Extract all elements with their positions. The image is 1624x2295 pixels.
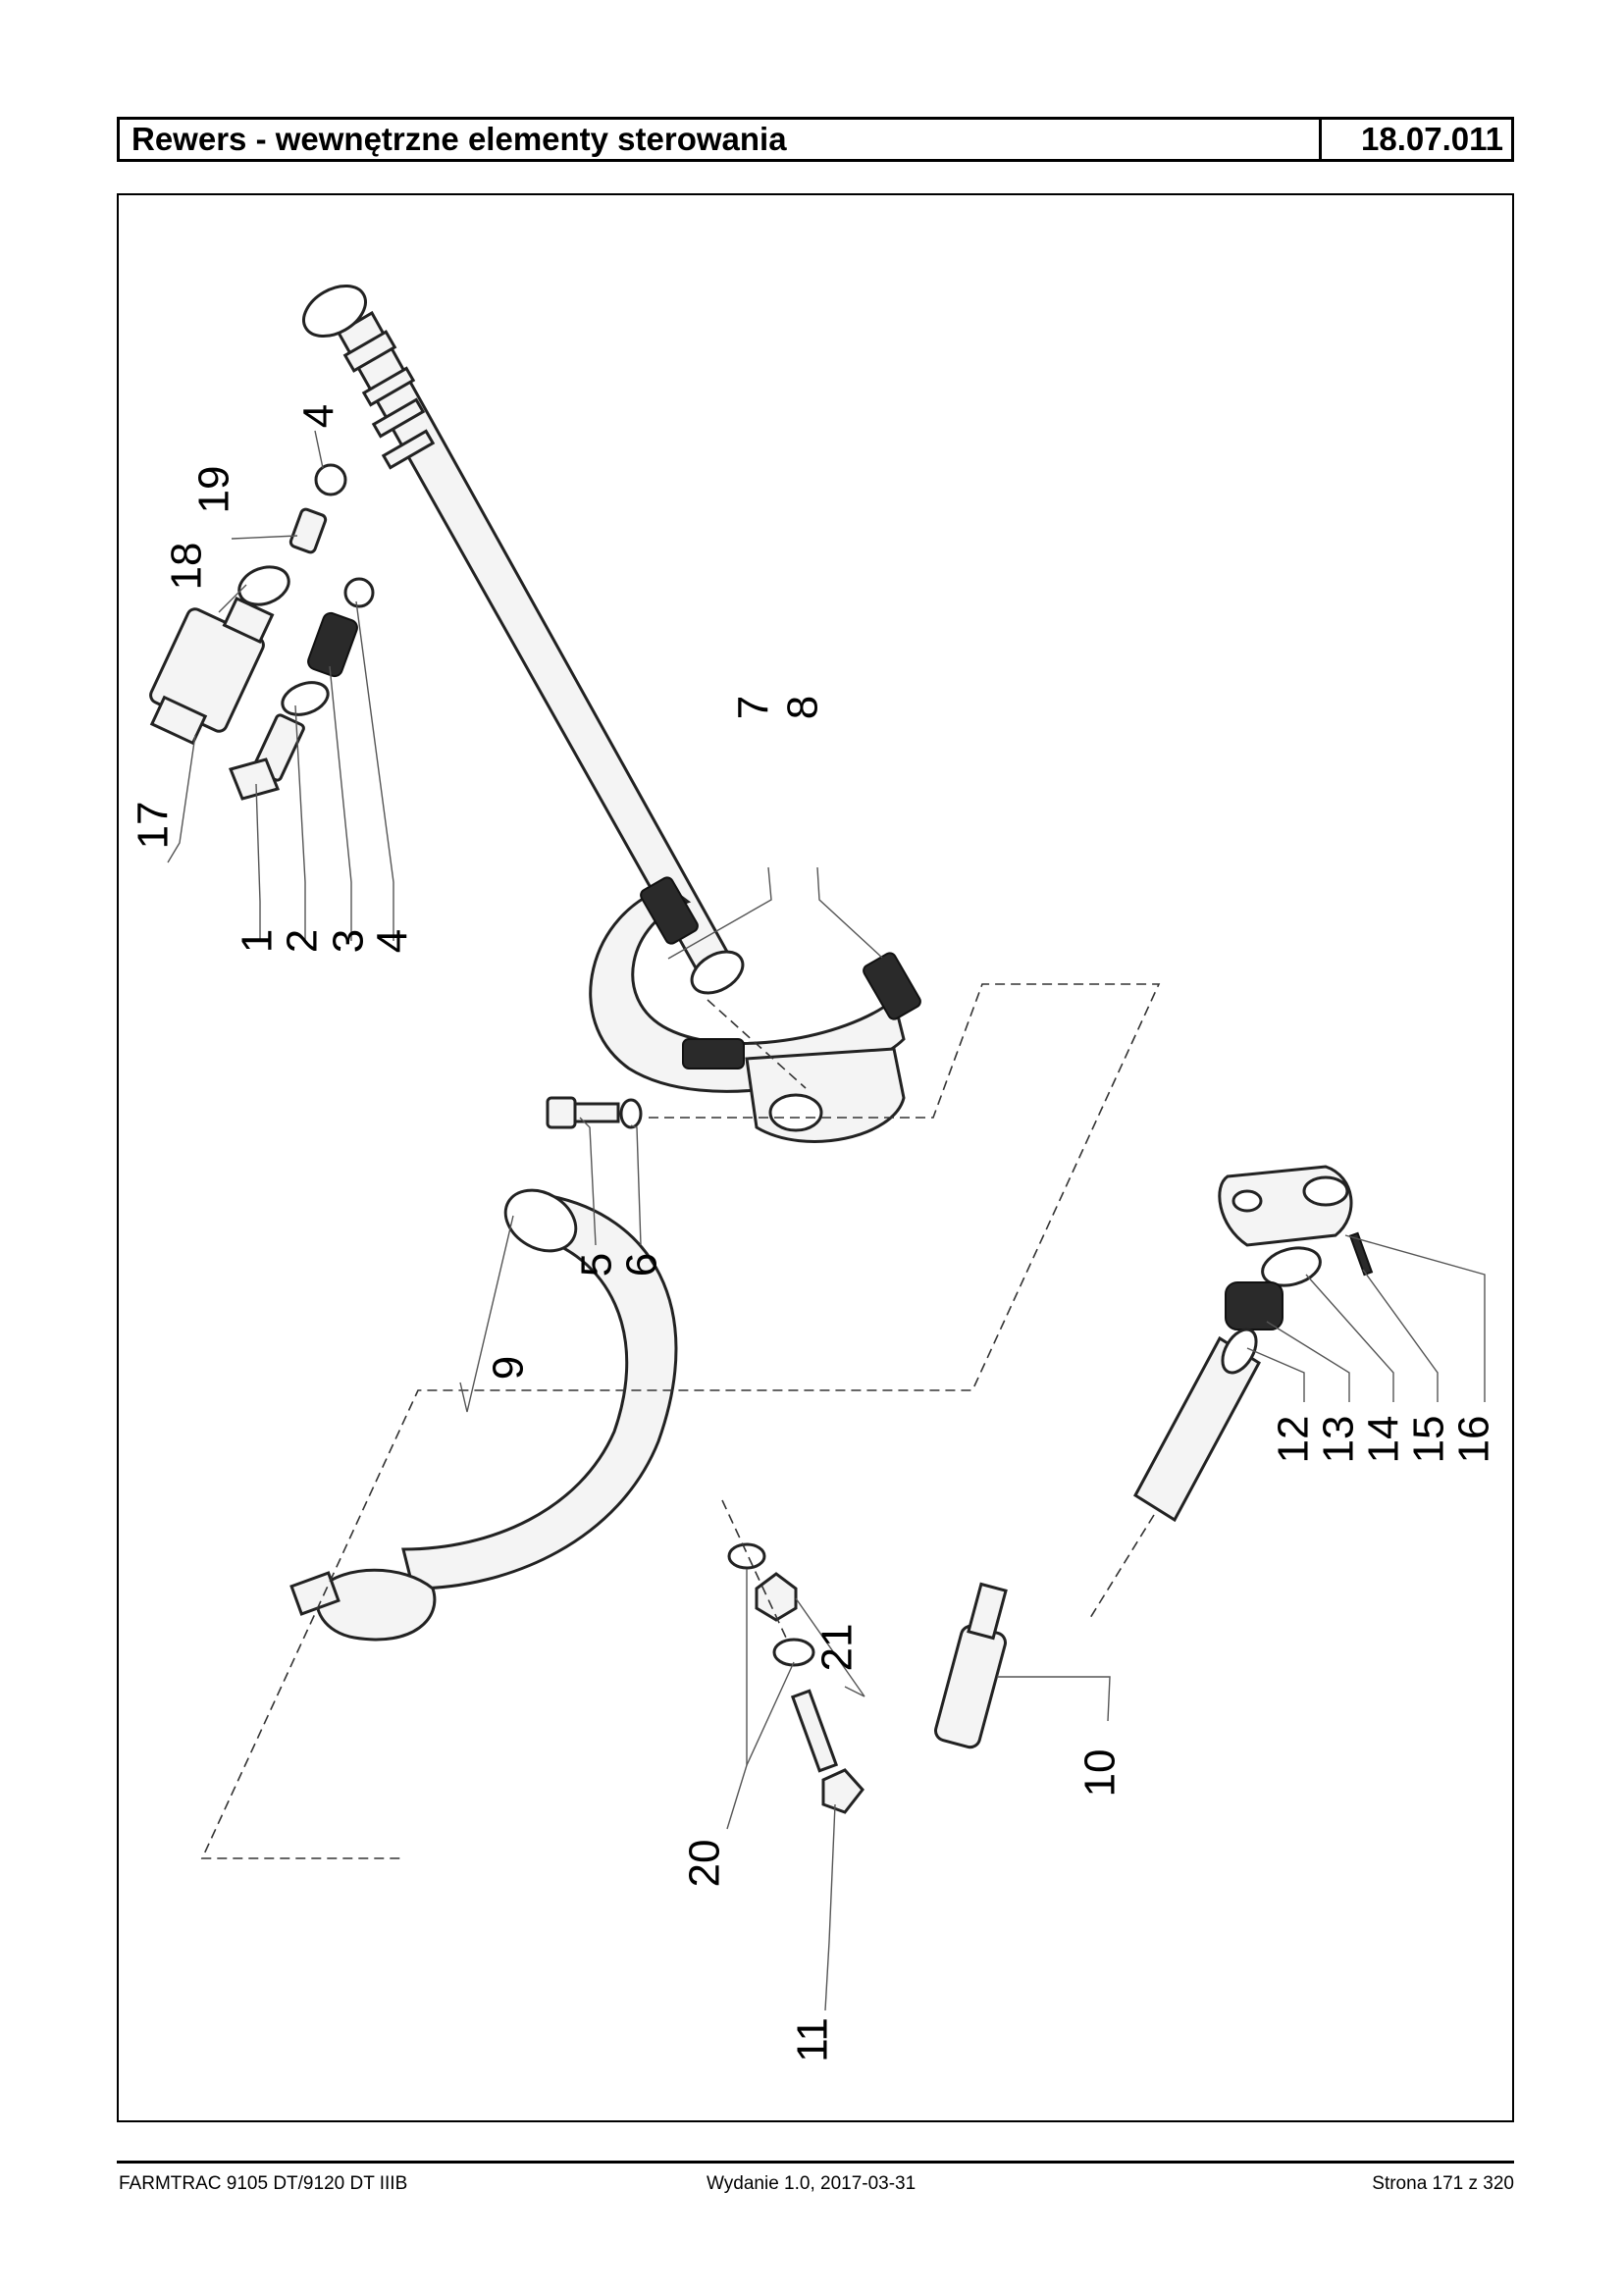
bolt-5 (546, 1096, 620, 1129)
header-bar: Rewers - wewnętrzne elementy sterowania … (117, 117, 1514, 162)
section-code: 18.07.011 (1319, 120, 1511, 159)
pin-19 (288, 507, 328, 554)
bolt-11 (790, 1689, 864, 1814)
shaft-12 (1133, 1328, 1261, 1523)
footer-model: FARMTRAC 9105 DT/9120 DT IIIB (119, 2173, 408, 2194)
callout-11: 11 (789, 2017, 837, 2062)
callout-21: 21 (813, 1624, 862, 1672)
callout-1: 1 (234, 929, 282, 953)
plug-1 (228, 713, 305, 801)
ring-14 (1261, 1246, 1322, 1287)
diagram-frame: 4 19 18 17 1 2 3 4 7 8 5 6 9 20 21 11 10… (117, 193, 1514, 2122)
shift-rod-7 (302, 284, 745, 995)
shift-fork-8 (589, 876, 921, 1143)
callout-7: 7 (730, 696, 778, 719)
callout-17: 17 (130, 802, 178, 850)
washer-6 (619, 1098, 643, 1129)
page-title: Rewers - wewnętrzne elementy sterowania (131, 121, 787, 157)
callout-3: 3 (325, 929, 373, 953)
callout-4-lower: 4 (369, 929, 417, 953)
pin-15 (1348, 1231, 1374, 1277)
callout-12: 12 (1270, 1416, 1318, 1464)
dashed-centerlines (200, 983, 1161, 1859)
exploded-parts-drawing: 4 19 18 17 1 2 3 4 7 8 5 6 9 20 21 11 10… (130, 284, 1498, 2062)
callout-16: 16 (1450, 1416, 1498, 1464)
switch-17 (149, 596, 275, 746)
shift-fork-9 (289, 1188, 678, 1642)
callout-15: 15 (1405, 1416, 1453, 1464)
washer-20b (772, 1638, 815, 1667)
callout-13: 13 (1315, 1416, 1363, 1464)
leader-lines (167, 430, 1486, 2011)
ball-4-lower (343, 577, 375, 608)
callout-18: 18 (163, 543, 211, 591)
lever-16 (1218, 1165, 1353, 1247)
footer-edition: Wydanie 1.0, 2017-03-31 (707, 2173, 917, 2194)
callout-5: 5 (573, 1253, 621, 1277)
callout-4-upper: 4 (295, 404, 343, 428)
spring-13 (1225, 1281, 1283, 1330)
pin-10 (934, 1582, 1008, 1749)
spring-3 (307, 611, 358, 678)
nut-21 (755, 1572, 798, 1622)
washer-2 (281, 681, 330, 716)
callout-14: 14 (1360, 1416, 1408, 1464)
callout-6: 6 (618, 1253, 666, 1277)
callout-19: 19 (190, 466, 238, 514)
callout-20: 20 (681, 1840, 729, 1888)
footer-page-number: Strona 171 z 320 (1372, 2173, 1514, 2194)
callout-10: 10 (1076, 1749, 1125, 1798)
callout-9: 9 (485, 1356, 533, 1380)
ball-4-upper (314, 463, 347, 496)
footer-rule (117, 2161, 1514, 2164)
washer-20a (727, 1542, 766, 1570)
callout-labels: 4 19 18 17 1 2 3 4 7 8 5 6 9 20 21 11 10… (130, 404, 1498, 2062)
callout-8: 8 (779, 696, 827, 719)
callout-2: 2 (279, 929, 327, 953)
seal-ring-18 (237, 565, 290, 606)
